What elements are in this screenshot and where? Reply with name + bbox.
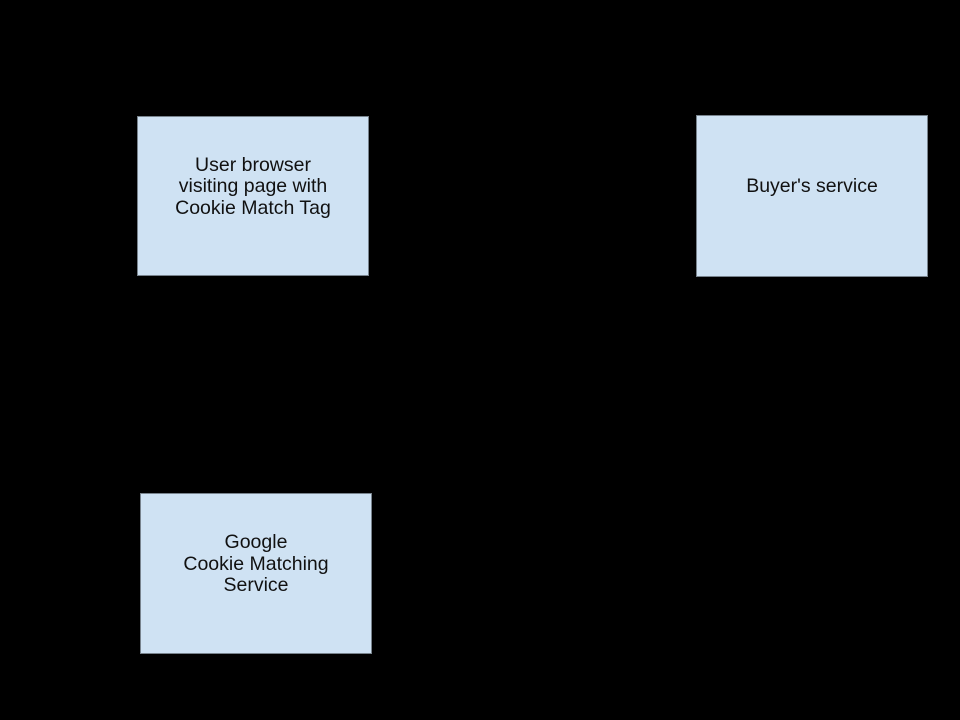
node-google-cookie-matching-service: Google Cookie Matching Service — [140, 493, 372, 654]
node-buyers-service-label: Buyer's service — [746, 175, 878, 198]
node-buyers-service: Buyer's service — [696, 115, 928, 277]
node-user-browser: User browser visiting page with Cookie M… — [137, 116, 369, 276]
node-user-browser-label: User browser visiting page with Cookie M… — [175, 153, 331, 219]
node-google-cookie-matching-service-label: Google Cookie Matching Service — [183, 531, 329, 597]
